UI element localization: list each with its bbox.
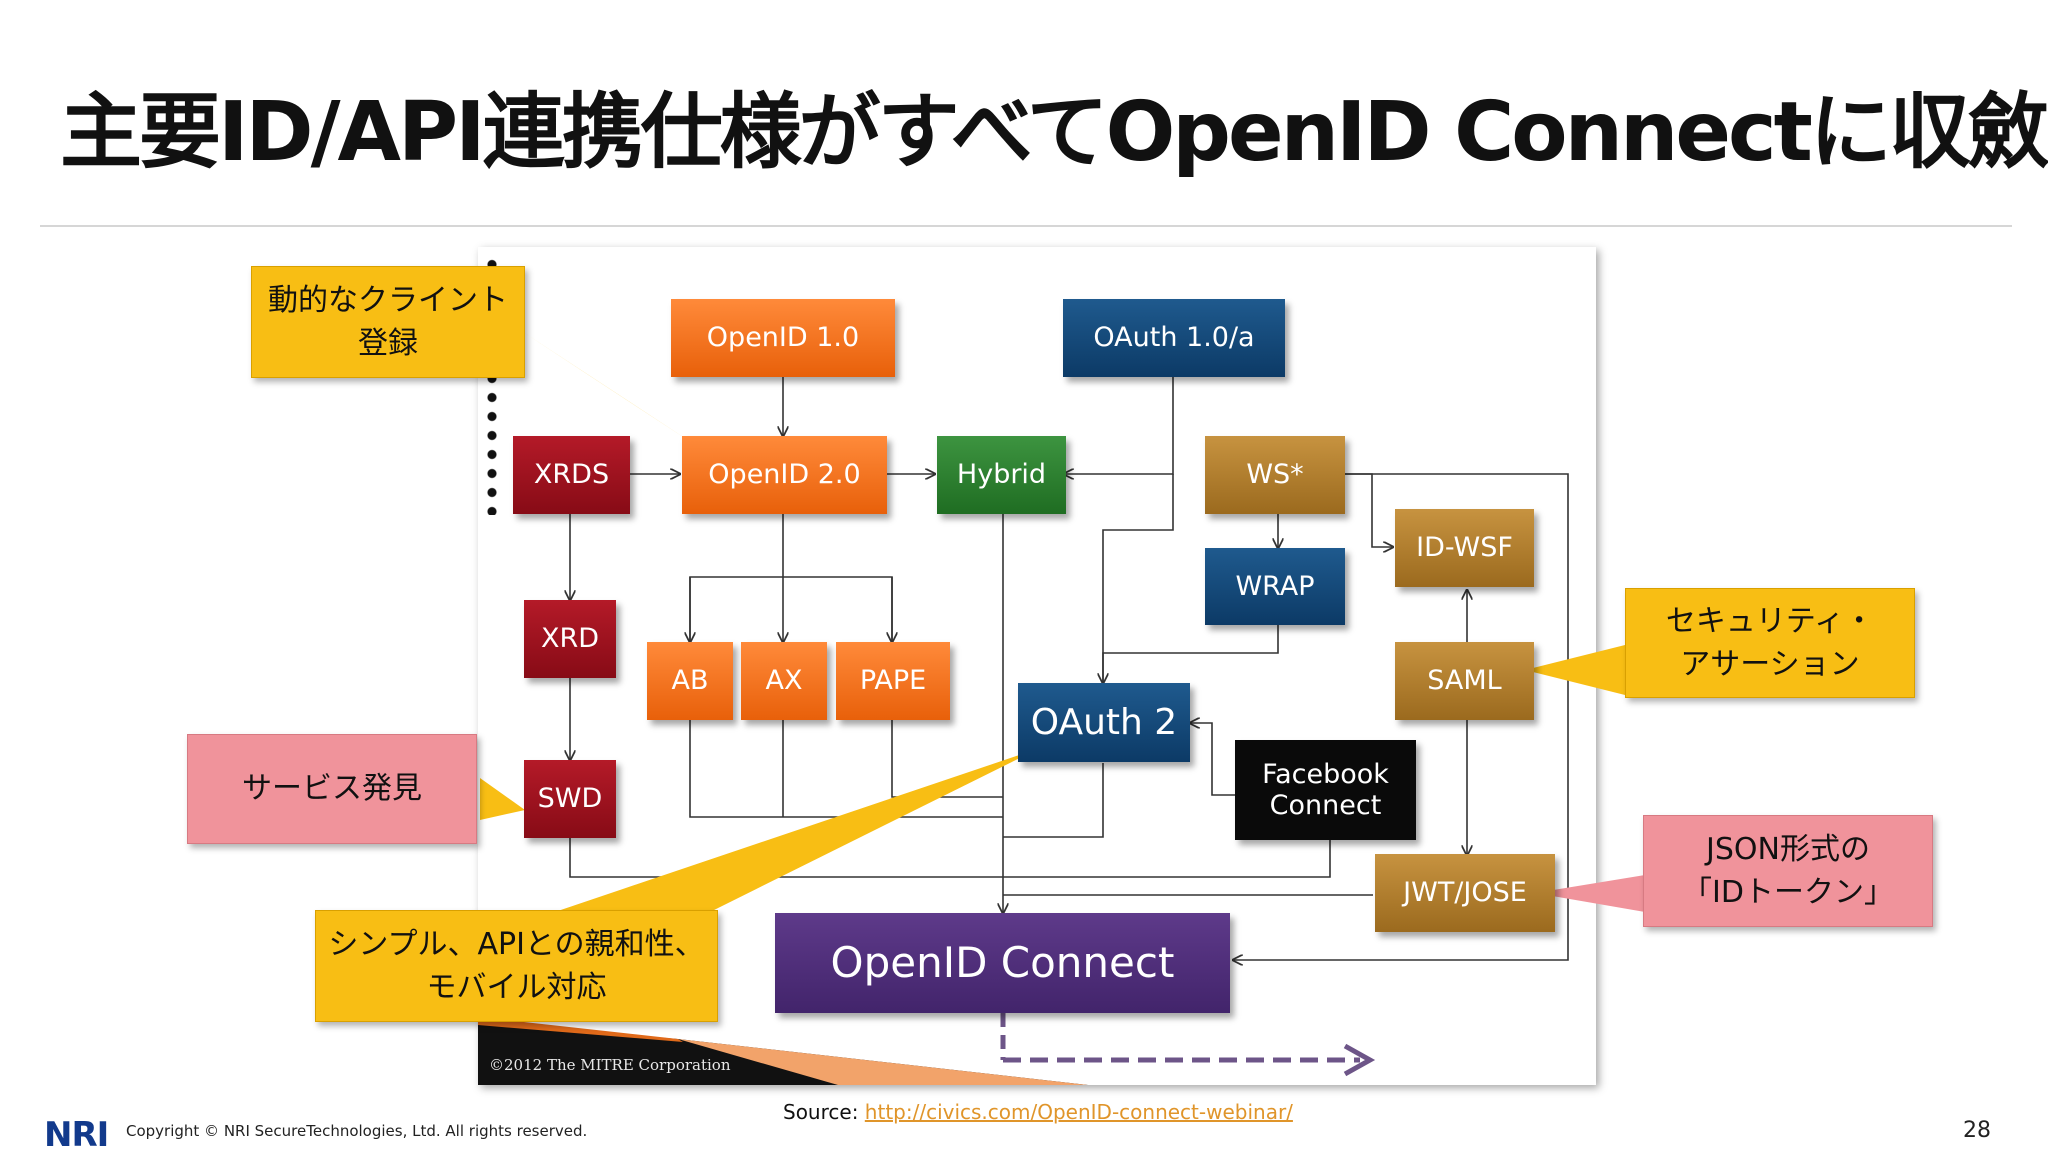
node-pape: PAPE: [836, 642, 950, 720]
node-openid-connect: OpenID Connect: [775, 913, 1230, 1013]
page-title: 主要ID/API連携仕様がすべてOpenID Connectに収斂: [60, 85, 2048, 180]
source-label: Source:: [783, 1100, 865, 1124]
orange-wedge-decoration: [478, 1017, 1088, 1085]
node-ab: AB: [647, 642, 733, 720]
node-ax: AX: [741, 642, 827, 720]
callout-service-discovery: サービス発見: [187, 734, 477, 844]
callout-security-assertion: セキュリティ・ アサーション: [1625, 588, 1915, 698]
node-facebook-connect: Facebook Connect: [1235, 740, 1416, 840]
node-xrds: XRDS: [513, 436, 630, 514]
node-oauth-2: OAuth 2: [1018, 683, 1190, 762]
node-id-wsf: ID-WSF: [1395, 509, 1534, 587]
node-oauth-1-0a: OAuth 1.0/a: [1063, 299, 1285, 377]
node-saml: SAML: [1395, 642, 1534, 720]
callout-simple-api: シンプル、APIとの親和性、 モバイル対応: [315, 910, 718, 1022]
nri-logo: NRI: [44, 1115, 109, 1155]
page-number: 28: [1963, 1118, 1991, 1143]
source-citation: Source: http://civics.com/OpenID-connect…: [783, 1100, 1293, 1124]
node-ws-star: WS*: [1205, 436, 1345, 514]
copyright-footer: Copyright © NRI SecureTechnologies, Ltd.…: [126, 1122, 588, 1140]
node-swd: SWD: [524, 760, 616, 838]
title-divider: [40, 225, 2012, 227]
source-link[interactable]: http://civics.com/OpenID-connect-webinar…: [864, 1100, 1293, 1124]
node-openid-1-0: OpenID 1.0: [671, 299, 895, 377]
node-jwt-jose: JWT/JOSE: [1375, 854, 1555, 932]
callout-id-token: JSON形式の 「IDトークン」: [1643, 815, 1933, 927]
node-openid-2-0: OpenID 2.0: [682, 436, 887, 514]
node-wrap: WRAP: [1205, 548, 1345, 625]
node-hybrid: Hybrid: [937, 436, 1066, 514]
callout-dynamic-registration: 動的なクライント 登録: [251, 266, 525, 378]
node-xrd: XRD: [524, 600, 616, 678]
mitre-copyright: ©2012 The MITRE Corporation: [489, 1056, 731, 1074]
